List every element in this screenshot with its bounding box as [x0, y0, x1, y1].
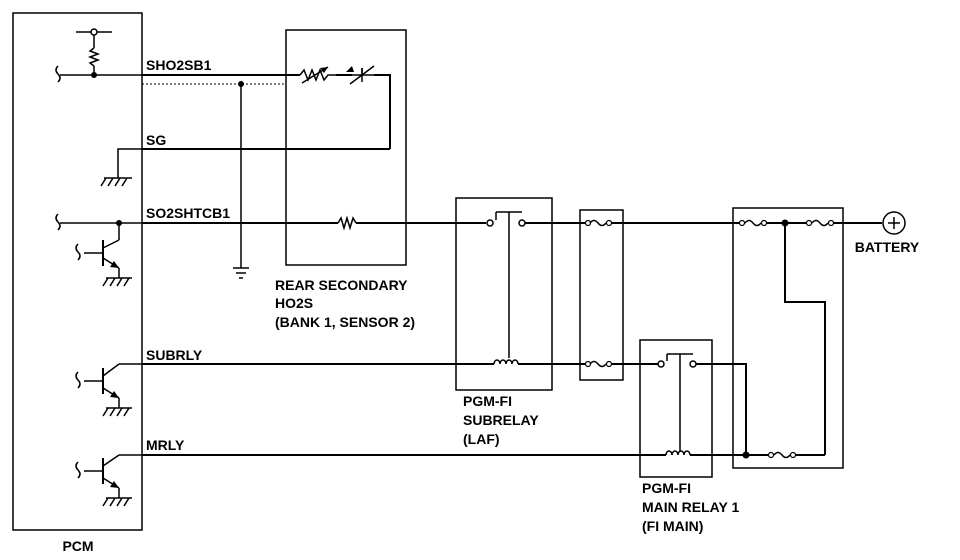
- transistor-icon: [75, 454, 142, 507]
- signal-label-mrly: MRLY: [146, 437, 185, 453]
- main-relay-box: [639, 339, 713, 478]
- transistor-icon: [75, 223, 132, 287]
- pcm-input-icon: [55, 213, 61, 231]
- wire-sensor-loop: [374, 74, 391, 149]
- subrelay-box: [455, 197, 553, 391]
- heater-resistor-icon: [337, 215, 357, 231]
- fuse-icon: [767, 451, 797, 459]
- fuse-icon: [805, 219, 835, 227]
- signal-label-sho2sb1: SHO2SB1: [146, 57, 212, 73]
- pcm-input-icon: [55, 65, 61, 83]
- relay-contact-icon: [657, 353, 697, 451]
- wire-main-relay-out: [696, 363, 747, 455]
- mainrelay-label-line2: MAIN RELAY 1: [642, 499, 739, 515]
- pcm-box: [12, 12, 143, 531]
- mainrelay-label-line3: (FI MAIN): [642, 518, 703, 534]
- thermistor-icon: [299, 66, 336, 84]
- subrelay-label-line2: SUBRELAY: [463, 412, 539, 428]
- subrelay-label-line3: (LAF): [463, 431, 500, 447]
- fuse-icon: [584, 219, 613, 227]
- pcm-label: PCM: [62, 538, 93, 554]
- ground-icon: [100, 148, 142, 187]
- ho2s-box: [285, 29, 407, 266]
- sensor-element-icon: [346, 65, 375, 85]
- fuse-box-right: [732, 207, 844, 469]
- signal-label-subrly: SUBRLY: [146, 347, 203, 363]
- relay-contact-icon: [486, 211, 526, 358]
- fuse-icon: [738, 219, 768, 227]
- fuse-icon: [584, 360, 613, 368]
- relay-coil-icon: [665, 450, 691, 456]
- subrelay-label-line1: PGM-FI: [463, 393, 512, 409]
- ground-icon: [233, 267, 249, 279]
- signal-label-so2shtcb1: SO2SHTCB1: [146, 205, 230, 221]
- relay-coil-icon: [493, 359, 519, 365]
- pcm-pullup-resistor-icon: [76, 28, 112, 75]
- mainrelay-label-line1: PGM-FI: [642, 480, 691, 496]
- wire-internal-feed: [784, 223, 826, 455]
- battery-label: BATTERY: [855, 239, 920, 255]
- signal-label-sg: SG: [146, 132, 166, 148]
- ho2s-label-line1: REAR SECONDARY: [275, 277, 408, 293]
- ho2s-label-line3: (BANK 1, SENSOR 2): [275, 314, 415, 330]
- fuse-box-middle: [579, 209, 624, 381]
- ho2s-label-line2: HO2S: [275, 295, 313, 311]
- transistor-icon: [75, 363, 142, 417]
- battery-icon: [882, 211, 906, 235]
